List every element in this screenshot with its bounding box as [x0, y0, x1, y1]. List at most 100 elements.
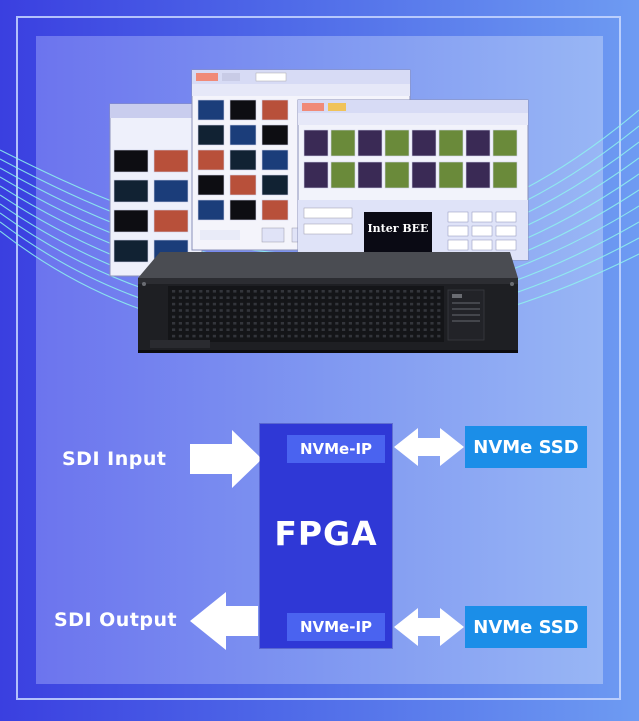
vent-hole: [192, 290, 196, 293]
vent-hole: [253, 328, 257, 331]
vent-hole: [348, 296, 352, 299]
video-thumbnail: [357, 161, 383, 189]
video-thumbnail: [261, 174, 289, 196]
vent-hole: [369, 322, 373, 325]
vent-hole: [287, 296, 291, 299]
vent-hole: [376, 315, 380, 319]
vent-hole: [396, 328, 400, 331]
vent-hole: [342, 296, 346, 299]
video-thumbnail: [357, 129, 383, 157]
vent-hole: [355, 296, 359, 299]
vent-hole: [437, 290, 441, 293]
vent-hole: [287, 290, 291, 293]
control-button: [495, 225, 517, 237]
vent-hole: [321, 290, 325, 293]
vent-hole: [260, 315, 264, 319]
vent-hole: [301, 315, 305, 319]
vent-hole: [328, 290, 332, 293]
vent-hole: [226, 296, 230, 299]
vent-hole: [233, 328, 237, 331]
vent-hole: [423, 302, 427, 306]
vent-hole: [185, 309, 189, 312]
video-thumbnail: [303, 161, 329, 189]
vent-hole: [321, 309, 325, 312]
vent-hole: [308, 334, 312, 338]
vent-hole: [376, 328, 380, 331]
vent-hole: [199, 309, 203, 312]
vent-hole: [314, 328, 318, 331]
vent-hole: [294, 322, 298, 325]
vent-hole: [253, 296, 257, 299]
vent-hole: [314, 296, 318, 299]
vent-hole: [219, 315, 223, 319]
vent-hole: [335, 296, 339, 299]
vent-hole: [219, 309, 223, 312]
product-photo: Inter BEE: [109, 69, 529, 353]
vent-hole: [301, 290, 305, 293]
video-thumbnail: [229, 174, 257, 196]
vent-hole: [240, 290, 244, 293]
vent-hole: [260, 328, 264, 331]
vent-hole: [423, 315, 427, 319]
control-button: [471, 211, 493, 223]
vent-hole: [260, 302, 264, 306]
vent-hole: [226, 309, 230, 312]
vent-hole: [199, 328, 203, 331]
vent-hole: [274, 322, 278, 325]
vent-hole: [410, 315, 414, 319]
vent-hole: [335, 334, 339, 338]
vent-hole: [219, 290, 223, 293]
vent-hole: [403, 296, 407, 299]
vent-hole: [212, 290, 216, 293]
vent-hole: [294, 315, 298, 319]
vent-hole: [260, 296, 264, 299]
vent-hole: [274, 309, 278, 312]
vent-hole: [348, 322, 352, 325]
vent-hole: [355, 328, 359, 331]
vent-hole: [240, 296, 244, 299]
vent-hole: [192, 315, 196, 319]
vent-hole: [389, 290, 393, 293]
vent-hole: [369, 309, 373, 312]
vent-hole: [287, 309, 291, 312]
vent-hole: [274, 334, 278, 338]
vent-hole: [199, 322, 203, 325]
vent-hole: [416, 296, 420, 299]
vent-hole: [267, 328, 271, 331]
vent-hole: [328, 296, 332, 299]
vent-hole: [246, 296, 250, 299]
video-thumbnail: [113, 179, 149, 203]
vent-hole: [274, 296, 278, 299]
vent-hole: [226, 315, 230, 319]
vent-hole: [287, 322, 291, 325]
vent-hole: [437, 302, 441, 306]
vent-hole: [423, 290, 427, 293]
vent-hole: [294, 328, 298, 331]
vent-hole: [172, 302, 176, 306]
vent-hole: [396, 302, 400, 306]
vent-hole: [389, 322, 393, 325]
vent-hole: [396, 296, 400, 299]
vent-hole: [369, 334, 373, 338]
vent-hole: [362, 315, 366, 319]
sdi-output-arrow: [190, 592, 258, 650]
vent-hole: [321, 302, 325, 306]
vent-hole: [376, 290, 380, 293]
vent-hole: [416, 315, 420, 319]
video-thumbnail: [261, 99, 289, 121]
vent-hole: [219, 296, 223, 299]
vent-hole: [185, 334, 189, 338]
vent-hole: [396, 315, 400, 319]
flow-arrows: [190, 428, 464, 650]
vent-hole: [246, 322, 250, 325]
vent-hole: [369, 302, 373, 306]
vent-hole: [240, 315, 244, 319]
vent-hole: [369, 290, 373, 293]
vent-hole: [178, 315, 182, 319]
vent-hole: [199, 334, 203, 338]
nvme-ssd-top-block: NVMe SSD: [465, 426, 587, 468]
vent-hole: [308, 322, 312, 325]
vent-hole: [294, 334, 298, 338]
vent-hole: [376, 334, 380, 338]
